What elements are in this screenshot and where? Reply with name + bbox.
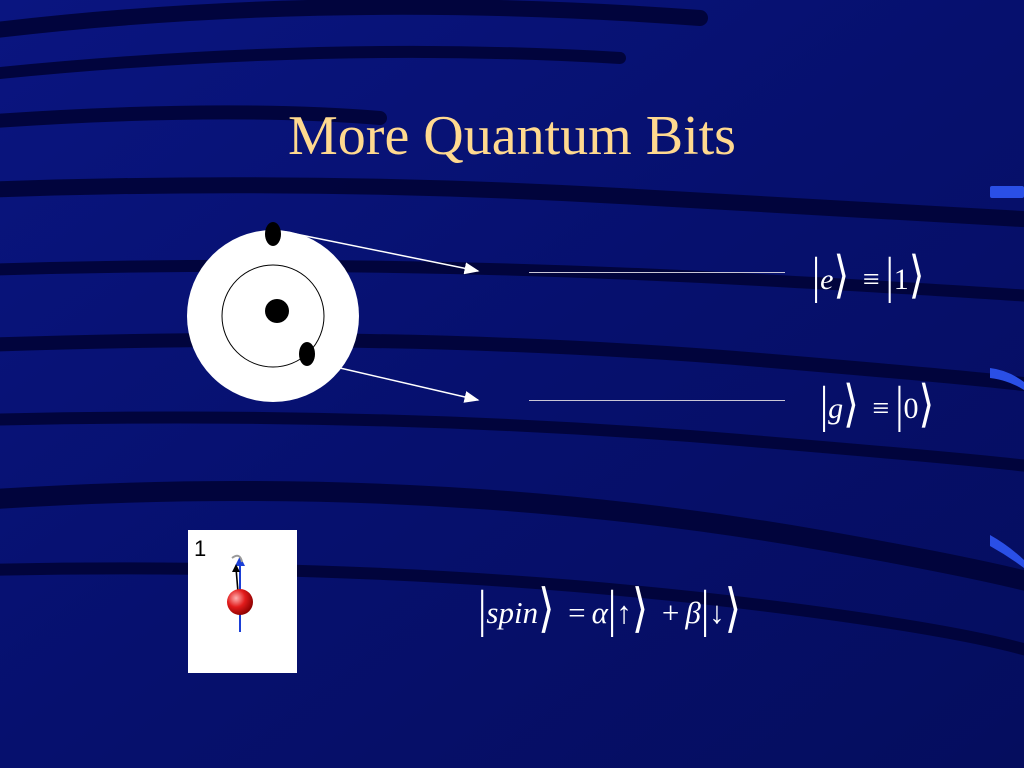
- spin-down-arrow: ↓: [709, 595, 725, 630]
- spin-up-arrow: ↑: [616, 595, 632, 630]
- excited-level-line: [529, 272, 785, 273]
- atom-nucleus: [265, 299, 289, 323]
- electron-ground: [299, 342, 315, 366]
- spin-figure: 1: [188, 530, 297, 673]
- ground-level-line: [529, 400, 785, 401]
- excited-state-equation: |e⟩ ≡|1⟩: [812, 247, 925, 304]
- spin-axis-arrowhead: [235, 556, 245, 566]
- ground-state-symbol: g: [828, 392, 844, 425]
- precession-arrowhead: [232, 564, 240, 572]
- equiv-symbol: ≡: [862, 263, 880, 296]
- plus-symbol: +: [661, 595, 680, 630]
- slide-title: More Quantum Bits: [288, 105, 736, 167]
- ground-state-value: 0: [903, 392, 919, 425]
- spin-ball: [227, 589, 253, 615]
- beta-symbol: β: [685, 595, 701, 630]
- excited-state-value: 1: [893, 263, 909, 296]
- rotation-arc: [231, 554, 243, 563]
- spin-frame-number: 1: [194, 536, 207, 561]
- excited-state-symbol: e: [820, 263, 834, 296]
- atom-orbit: [221, 264, 325, 368]
- equals-symbol: =: [568, 595, 586, 630]
- spin-illustration: [227, 554, 253, 632]
- alpha-symbol: α: [591, 595, 608, 630]
- arrow-to-excited-level: [285, 231, 480, 275]
- spin-state-symbol: spin: [486, 595, 539, 630]
- spin-state-equation: |spin⟩ =α|↑⟩ +β|↓⟩: [478, 581, 742, 639]
- ground-state-equation: |g⟩ ≡|0⟩: [820, 376, 935, 433]
- equiv-symbol: ≡: [872, 392, 890, 425]
- electron-excited: [265, 222, 281, 246]
- arrow-to-ground-level: [339, 367, 480, 403]
